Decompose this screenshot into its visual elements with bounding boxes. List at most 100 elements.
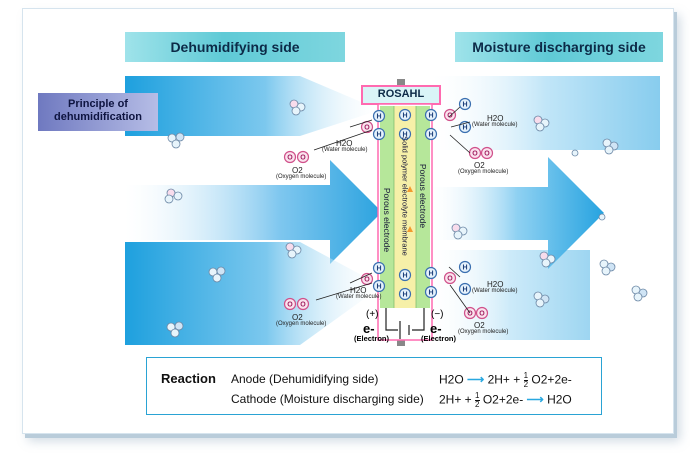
oxygen-molecule-label: (Oxygen molecule) — [458, 169, 509, 175]
hydrogen-letter: H — [428, 290, 433, 297]
hydrogen-letter: H — [428, 132, 433, 139]
right-flow-middle — [430, 157, 604, 269]
membrane-label: Solid polymer electrolyte membrane — [400, 136, 410, 256]
plus-terminal: (+) — [366, 309, 379, 320]
oxygen-letter: O — [287, 155, 293, 162]
hydrogen-letter: H — [428, 113, 433, 120]
hydrogen-atom — [424, 127, 438, 141]
hydrogen-atom — [398, 268, 412, 282]
electron-right-symbol: e- — [430, 321, 442, 336]
hydrogen-atom — [398, 108, 412, 122]
hydrogen-atom — [424, 266, 438, 280]
hydrogen-letter: H — [462, 265, 467, 272]
oxygen-molecule-label: (Oxygen molecule) — [276, 321, 327, 327]
anode-label: Anode (Dehumidifying side) — [231, 372, 379, 386]
cathode-equation: 2H+ + 1 2 O2+2e- ⟶ H2O — [439, 392, 572, 409]
oxygen-letter: O — [484, 151, 490, 158]
fraction: 1 2 — [475, 391, 480, 409]
right-flow-lower — [430, 250, 590, 340]
cathode-lhs-a: 2H+ + — [439, 392, 472, 407]
hydrogen-atom — [372, 109, 386, 123]
fraction-den: 2 — [475, 400, 480, 409]
anode-lhs: H2O — [439, 372, 464, 387]
hydrogen-letter: H — [402, 292, 407, 299]
rosahl-bottom-rod — [397, 338, 405, 346]
molecule-clusters — [164, 99, 648, 338]
hydrogen-letter: H — [462, 102, 467, 109]
left-flow-upper — [125, 76, 380, 136]
oxygen-letter: O — [479, 311, 485, 318]
right-flow-upper — [430, 76, 660, 150]
hydrogen-atom — [398, 287, 412, 301]
fraction: 1 2 — [523, 371, 529, 389]
oxygen-letter: O — [287, 302, 293, 309]
minus-terminal: (−) — [431, 309, 444, 320]
water-molecule-label: (Water molecule) — [472, 288, 518, 294]
hydrogen-letter: H — [402, 132, 407, 139]
pointer-lines — [313, 106, 471, 314]
electron-right-label: (Electron) — [421, 334, 457, 343]
oxygen-formula-label: O2 — [474, 161, 485, 170]
principle-line-2: dehumidification — [54, 111, 142, 123]
oxygen-letter: O — [300, 302, 306, 309]
left-electrode-label: Porous electrode — [382, 187, 392, 253]
hydrogen-atom — [372, 261, 386, 275]
oxygen-atom — [443, 108, 457, 122]
water-formula-label: H2O — [336, 139, 353, 148]
oxygen-formula-label: O2 — [474, 321, 485, 330]
oxygen-atom — [296, 297, 310, 311]
electron-left-symbol: e- — [363, 321, 375, 336]
oxygen-formula-label: O2 — [292, 313, 303, 322]
anode-equation: H2O ⟶ 2H+ + 1 2 O2+2e- — [439, 372, 572, 389]
oxygen-atom — [480, 146, 494, 160]
hydrogen-atom — [458, 97, 472, 111]
principle-label: Principle of dehumidification — [38, 93, 158, 131]
cathode-rhs: H2O — [547, 392, 572, 407]
hydrogen-letter: H — [462, 287, 467, 294]
oxygen-formula-label: O2 — [292, 166, 303, 175]
hydrogen-atom — [458, 260, 472, 274]
anode-rhs-a: 2H+ + — [487, 372, 521, 387]
left-electrode — [380, 106, 394, 308]
right-electrode — [416, 106, 430, 308]
cathode-label: Cathode (Moisture discharging side) — [231, 392, 424, 406]
oxygen-atom — [443, 271, 457, 285]
hydrogen-atom — [398, 127, 412, 141]
dehumidifying-side-banner: Dehumidifying side — [125, 32, 345, 62]
oxygen-letter: O — [467, 311, 473, 318]
oxygen-atom — [283, 297, 297, 311]
hydrogen-letter: H — [376, 114, 381, 121]
hydrogen-atom — [372, 279, 386, 293]
cathode-lhs-b: O2+2e- — [482, 392, 524, 407]
proton-arrows — [407, 186, 413, 232]
water-molecule-label: (Water molecule) — [472, 122, 518, 128]
external-circuit — [385, 308, 425, 339]
hydrogen-atom — [424, 285, 438, 299]
oxygen-letter: O — [364, 125, 370, 132]
hydrogen-letter: H — [376, 266, 381, 273]
arrow-icon: ⟶ — [467, 372, 485, 387]
reaction-title: Reaction — [161, 371, 216, 386]
fraction-num: 1 — [475, 391, 480, 401]
oxygen-atom — [283, 150, 297, 164]
arrow-icon: ⟶ — [526, 392, 544, 407]
hydrogen-letter: H — [402, 113, 407, 120]
oxygen-molecule-label: (Oxygen molecule) — [458, 329, 509, 335]
water-formula-label: H2O — [350, 286, 367, 295]
oxygen-letter: O — [364, 277, 370, 284]
principle-line-1: Principle of — [68, 98, 128, 110]
anode-rhs-b: O2+2e- — [531, 372, 572, 387]
hydrogen-letter: H — [376, 132, 381, 139]
water-molecule-label: (Water molecule) — [336, 294, 382, 300]
reaction-box: Reaction Anode (Dehumidifying side) Cath… — [146, 357, 602, 415]
fraction-num: 1 — [523, 371, 529, 381]
fraction-den: 2 — [523, 380, 529, 389]
water-formula-label: H2O — [487, 114, 504, 123]
hydrogen-letter: H — [462, 125, 467, 132]
oxygen-letter: O — [300, 155, 306, 162]
oxygen-atom — [296, 150, 310, 164]
moisture-discharging-side-banner: Moisture discharging side — [455, 32, 663, 62]
left-flow-middle — [125, 160, 382, 264]
oxygen-letter: O — [472, 151, 478, 158]
